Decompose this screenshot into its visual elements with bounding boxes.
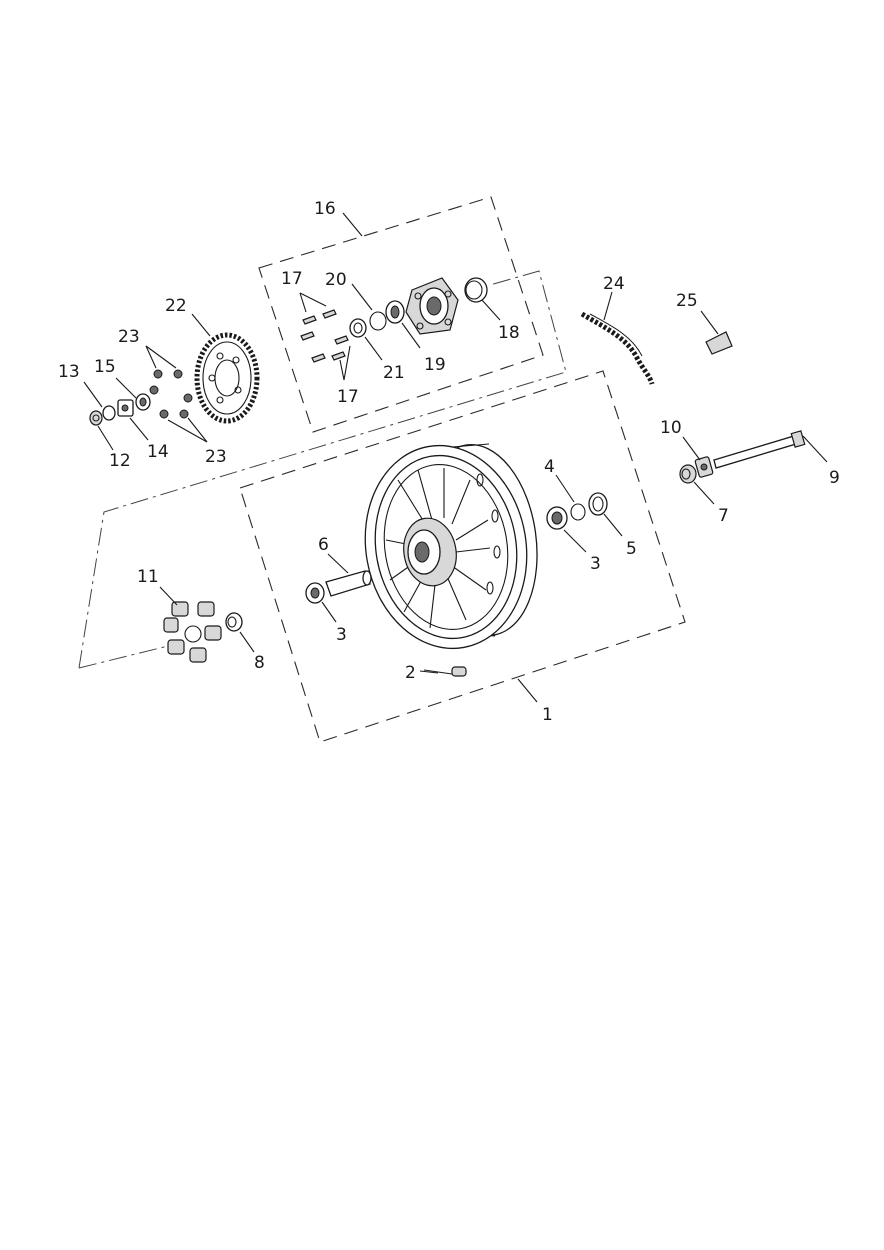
assembly-line-cush xyxy=(78,645,169,669)
adjuster-block xyxy=(679,464,697,484)
callout-25: 25 xyxy=(676,291,698,311)
callout-12: 12 xyxy=(109,451,131,471)
wheel-bearing-left xyxy=(305,582,325,604)
nut-12 xyxy=(89,410,103,426)
callout-10: 10 xyxy=(660,418,682,438)
callout-3-right: 3 xyxy=(590,554,601,574)
spacer-8 xyxy=(225,612,243,632)
callout-16: 16 xyxy=(314,199,336,219)
callout-3-left: 3 xyxy=(336,625,347,645)
sprocket-studs xyxy=(300,309,349,363)
circlip xyxy=(570,503,586,521)
callout-17-top: 17 xyxy=(281,269,303,289)
spacer-tube xyxy=(325,570,372,597)
callout-23-top: 23 xyxy=(118,327,140,347)
callout-6: 6 xyxy=(318,535,329,555)
bolt-15 xyxy=(135,393,151,411)
callout-labels: 1 2 3 3 4 5 6 7 8 9 10 11 12 13 14 15 16… xyxy=(58,199,840,725)
tyre-valve xyxy=(423,666,467,677)
callout-18: 18 xyxy=(498,323,520,343)
callout-15: 15 xyxy=(94,357,116,377)
callout-17-bottom: 17 xyxy=(337,387,359,407)
assembly-line-left xyxy=(78,270,567,669)
callout-7: 7 xyxy=(718,506,729,526)
callout-4: 4 xyxy=(544,457,555,477)
bearing-19 xyxy=(385,300,405,324)
group-16-boundary xyxy=(258,196,544,433)
callout-21: 21 xyxy=(383,363,405,383)
callout-13: 13 xyxy=(58,362,80,382)
drive-chain xyxy=(580,311,655,385)
callout-8: 8 xyxy=(254,653,265,673)
sprocket-nuts xyxy=(149,369,193,419)
callout-20: 20 xyxy=(325,270,347,290)
washer-13 xyxy=(102,405,116,421)
sprocket-carrier xyxy=(405,277,459,335)
chain-adjuster-plate xyxy=(694,456,714,478)
adjuster-14 xyxy=(117,399,134,417)
chain-link-25 xyxy=(705,331,733,355)
wheel-spokes xyxy=(385,468,491,629)
leader-lines xyxy=(83,212,828,703)
callout-14: 14 xyxy=(147,442,169,462)
callout-9: 9 xyxy=(829,468,840,488)
circlip-20 xyxy=(369,311,387,331)
callout-5: 5 xyxy=(626,539,637,559)
cush-drive-rubbers xyxy=(163,601,222,663)
callout-19: 19 xyxy=(424,355,446,375)
wheel-rim xyxy=(364,443,538,650)
rear-sprocket xyxy=(194,332,260,424)
group-1-boundary xyxy=(239,370,686,743)
callout-24: 24 xyxy=(603,274,625,294)
callout-2: 2 xyxy=(405,663,416,683)
seal-18 xyxy=(464,277,488,303)
callout-22: 22 xyxy=(165,296,187,316)
callout-1: 1 xyxy=(542,705,553,725)
callout-23-bottom: 23 xyxy=(205,447,227,467)
seal-5 xyxy=(588,492,608,516)
spacer-21 xyxy=(349,318,367,338)
wheel-spindle xyxy=(713,430,806,469)
callout-11: 11 xyxy=(137,567,159,587)
wheel-bearing-right xyxy=(546,506,568,530)
